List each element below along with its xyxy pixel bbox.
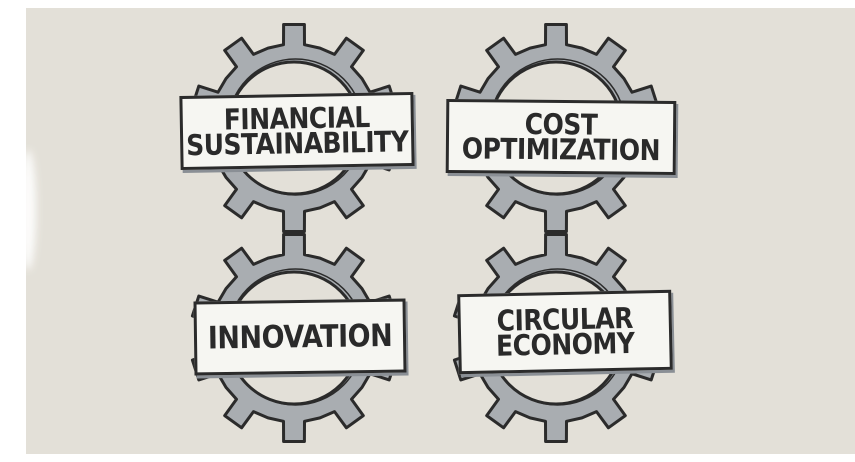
label-line: ECONOMY	[495, 326, 635, 363]
label-innovation: INNOVATION	[193, 298, 407, 376]
label-line: OPTIMIZATION	[461, 131, 661, 168]
label-line: SUSTAINABILITY	[185, 124, 409, 163]
paper-background	[26, 8, 855, 454]
label-line: INNOVATION	[207, 317, 393, 357]
label-circular-economy: CIRCULAR ECONOMY	[457, 289, 673, 375]
torn-paper-edge	[20, 150, 36, 270]
label-financial-sustainability: FINANCIAL SUSTAINABILITY	[179, 91, 415, 171]
label-cost-optimization: COST OPTIMIZATION	[445, 98, 677, 176]
